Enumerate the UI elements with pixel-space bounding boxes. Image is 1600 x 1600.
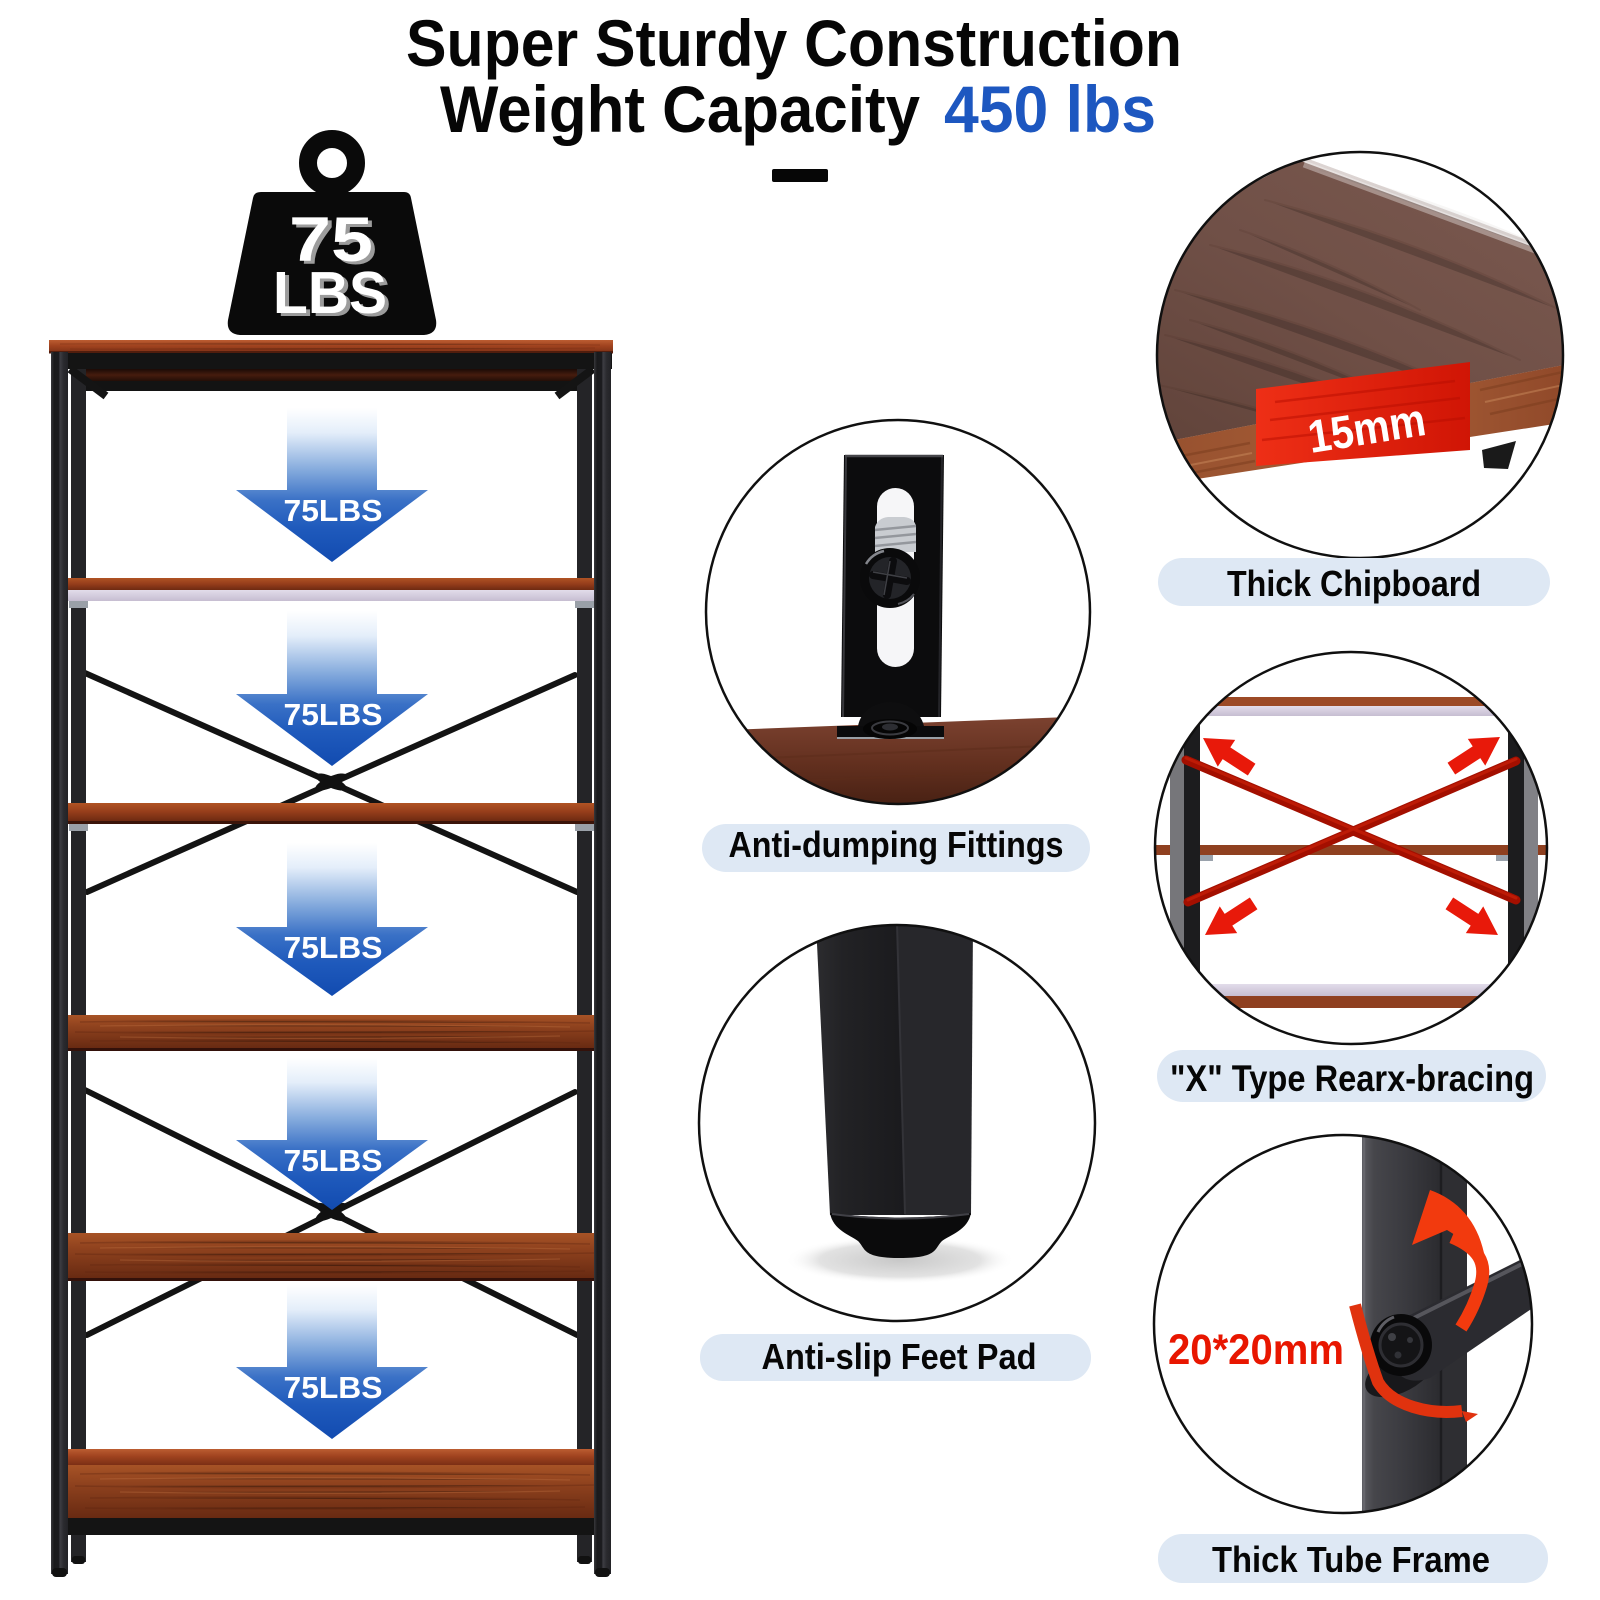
svg-text:75LBS: 75LBS: [284, 493, 383, 528]
svg-text:"X" Type Rearx-bracing: "X" Type Rearx-bracing: [1170, 1058, 1534, 1099]
svg-text:LBS: LBS: [273, 260, 387, 326]
svg-text:75LBS: 75LBS: [284, 930, 383, 965]
svg-text:Thick Chipboard: Thick Chipboard: [1227, 563, 1481, 604]
svg-text:20*20mm: 20*20mm: [1168, 1326, 1344, 1374]
svg-text:75: 75: [289, 205, 373, 275]
svg-text:Anti-dumping Fittings: Anti-dumping Fittings: [729, 824, 1064, 865]
svg-text:Super Sturdy Construction: Super Sturdy Construction: [406, 6, 1182, 80]
svg-text:75LBS: 75LBS: [284, 1143, 383, 1178]
svg-text:75: 75: [293, 208, 377, 278]
svg-text:LBS: LBS: [277, 263, 391, 329]
svg-text:Anti-slip Feet Pad: Anti-slip Feet Pad: [762, 1336, 1037, 1377]
svg-text:450 lbs: 450 lbs: [944, 72, 1156, 146]
svg-text:Thick Tube Frame: Thick Tube Frame: [1212, 1539, 1490, 1580]
svg-text:75LBS: 75LBS: [284, 697, 383, 732]
svg-text:Weight Capacity: Weight Capacity: [440, 72, 920, 146]
svg-text:75LBS: 75LBS: [284, 1370, 383, 1405]
